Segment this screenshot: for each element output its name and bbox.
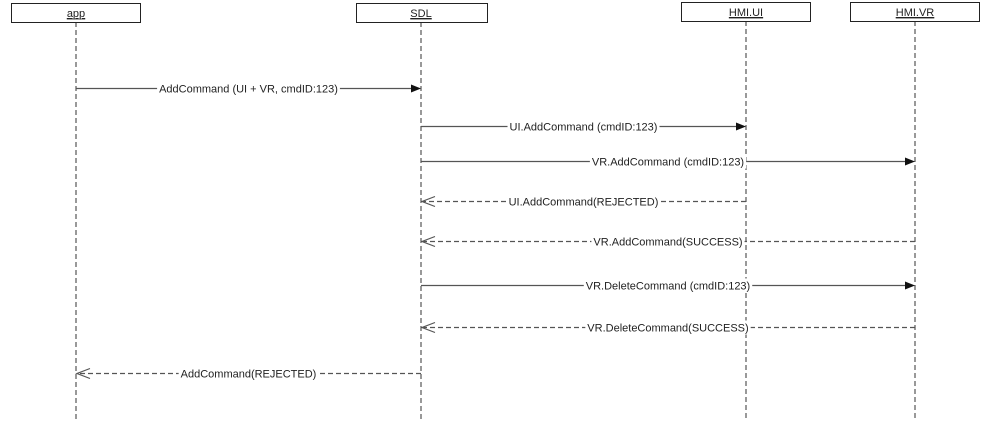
open-arrowhead-icon: [420, 321, 436, 334]
actor-label-hmi_vr: HMI.VR: [896, 7, 935, 19]
filled-arrowhead-icon: [736, 122, 746, 131]
actor-label-sdl: SDL: [410, 8, 431, 20]
message-label: UI.AddCommand(REJECTED): [509, 197, 659, 209]
message-label-background: [506, 194, 661, 209]
message-4: UI.AddCommand(REJECTED): [420, 194, 746, 209]
open-arrowhead-icon: [420, 235, 436, 248]
message-label-background: [178, 366, 319, 381]
message-2: UI.AddCommand (cmdID:123): [421, 119, 746, 134]
actor-hmi_vr: HMI.VR: [850, 2, 980, 420]
message-8: AddCommand(REJECTED): [75, 366, 421, 381]
message-label: AddCommand (UI + VR, cmdID:123): [159, 84, 338, 96]
message-label: VR.DeleteCommand (cmdID:123): [586, 281, 750, 293]
message-label-background: [507, 119, 660, 134]
actor-box-sdl: [356, 3, 488, 23]
message-label-background: [589, 154, 747, 169]
actor-box-hmi_ui: [681, 2, 811, 22]
message-6: VR.DeleteCommand (cmdID:123): [421, 278, 915, 293]
open-arrowhead-icon: [75, 367, 91, 380]
filled-arrowhead-icon: [905, 157, 915, 166]
message-1: AddCommand (UI + VR, cmdID:123): [76, 81, 421, 96]
actor-sdl: SDL: [356, 3, 488, 420]
message-label: VR.AddCommand(SUCCESS): [593, 237, 742, 249]
actor-hmi_ui: HMI.UI: [681, 2, 811, 420]
actor-label-hmi_ui: HMI.UI: [729, 7, 763, 19]
message-label: VR.DeleteCommand(SUCCESS): [587, 323, 748, 335]
message-7: VR.DeleteCommand(SUCCESS): [420, 320, 915, 335]
message-label: AddCommand(REJECTED): [181, 369, 317, 381]
filled-arrowhead-icon: [905, 281, 915, 290]
actor-app: app: [11, 3, 141, 420]
message-label-background: [583, 278, 753, 293]
message-label-background: [591, 234, 745, 249]
message-label: UI.AddCommand (cmdID:123): [510, 122, 658, 134]
message-5: VR.AddCommand(SUCCESS): [420, 234, 915, 249]
message-3: VR.AddCommand (cmdID:123): [421, 154, 915, 169]
actor-box-app: [11, 3, 141, 23]
message-label-background: [157, 81, 340, 96]
actor-label-app: app: [67, 8, 85, 20]
open-arrowhead-icon: [420, 195, 436, 208]
actor-box-hmi_vr: [850, 2, 980, 22]
filled-arrowhead-icon: [411, 84, 421, 93]
message-label-background: [585, 320, 751, 335]
message-label: VR.AddCommand (cmdID:123): [592, 157, 744, 169]
